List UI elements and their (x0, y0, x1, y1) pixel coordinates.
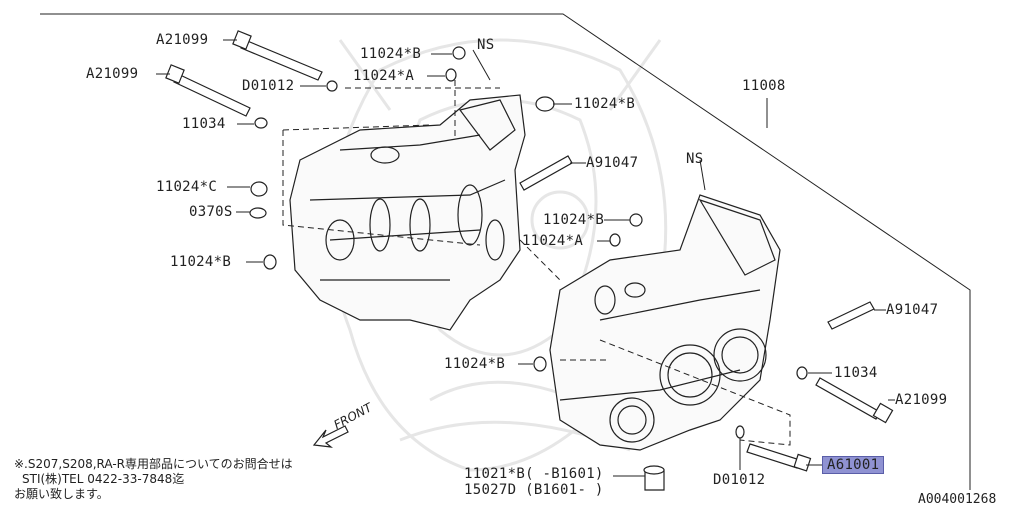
frame-lines (40, 13, 971, 490)
callout-0370s[interactable]: 0370S (189, 204, 233, 220)
front-arrow-icon (312, 425, 349, 448)
callout-11024b-top[interactable]: 11024*B (360, 46, 422, 62)
callout-11024b-low[interactable]: 11024*B (444, 356, 506, 372)
callout-ns-left[interactable]: NS (477, 37, 495, 53)
leader-lines (156, 39, 895, 477)
callout-d01012-bottom[interactable]: D01012 (713, 472, 766, 488)
callout-a21099-right[interactable]: A21099 (895, 392, 948, 408)
callout-a91047-mid[interactable]: A91047 (586, 155, 639, 171)
callout-a21099-mid[interactable]: A21099 (86, 66, 139, 82)
note-line-1: ※.S207,S208,RA-R専用部品についてのお問合せは (14, 457, 293, 471)
callout-11024a-top[interactable]: 11024*A (353, 68, 415, 84)
callout-a21099-top[interactable]: A21099 (156, 32, 209, 48)
note-line-2: STI(株)TEL 0422-33-7848迄 (22, 472, 185, 486)
callout-11024b-left[interactable]: 11024*B (170, 254, 232, 270)
washers (249, 46, 808, 491)
assembly-lines (282, 80, 791, 446)
callout-11034-left[interactable]: 11034 (182, 116, 226, 132)
image-code: A004001268 (918, 492, 997, 507)
bolts (165, 30, 894, 472)
callout-11008[interactable]: 11008 (742, 78, 786, 94)
callout-11024b-right-top[interactable]: 11024*B (574, 96, 636, 112)
callout-11024b-mid[interactable]: 11024*B (543, 212, 605, 228)
callout-11024a-mid[interactable]: 11024*A (522, 233, 584, 249)
callout-11034-right[interactable]: 11034 (834, 365, 878, 381)
callout-d01012-top[interactable]: D01012 (242, 78, 295, 94)
callout-ns-right[interactable]: NS (686, 151, 704, 167)
callout-a91047-right[interactable]: A91047 (886, 302, 939, 318)
note-line-3: お願い致します。 (14, 487, 109, 501)
right-half-block (549, 194, 781, 451)
callout-15027d[interactable]: 15027D (B1601- ) (464, 482, 604, 498)
callout-a61001-highlighted[interactable]: A61001 (822, 456, 885, 474)
left-half-block (289, 94, 526, 331)
callout-11021b[interactable]: 11021*B( -B1601) (464, 466, 604, 482)
callout-11024c[interactable]: 11024*C (156, 179, 218, 195)
